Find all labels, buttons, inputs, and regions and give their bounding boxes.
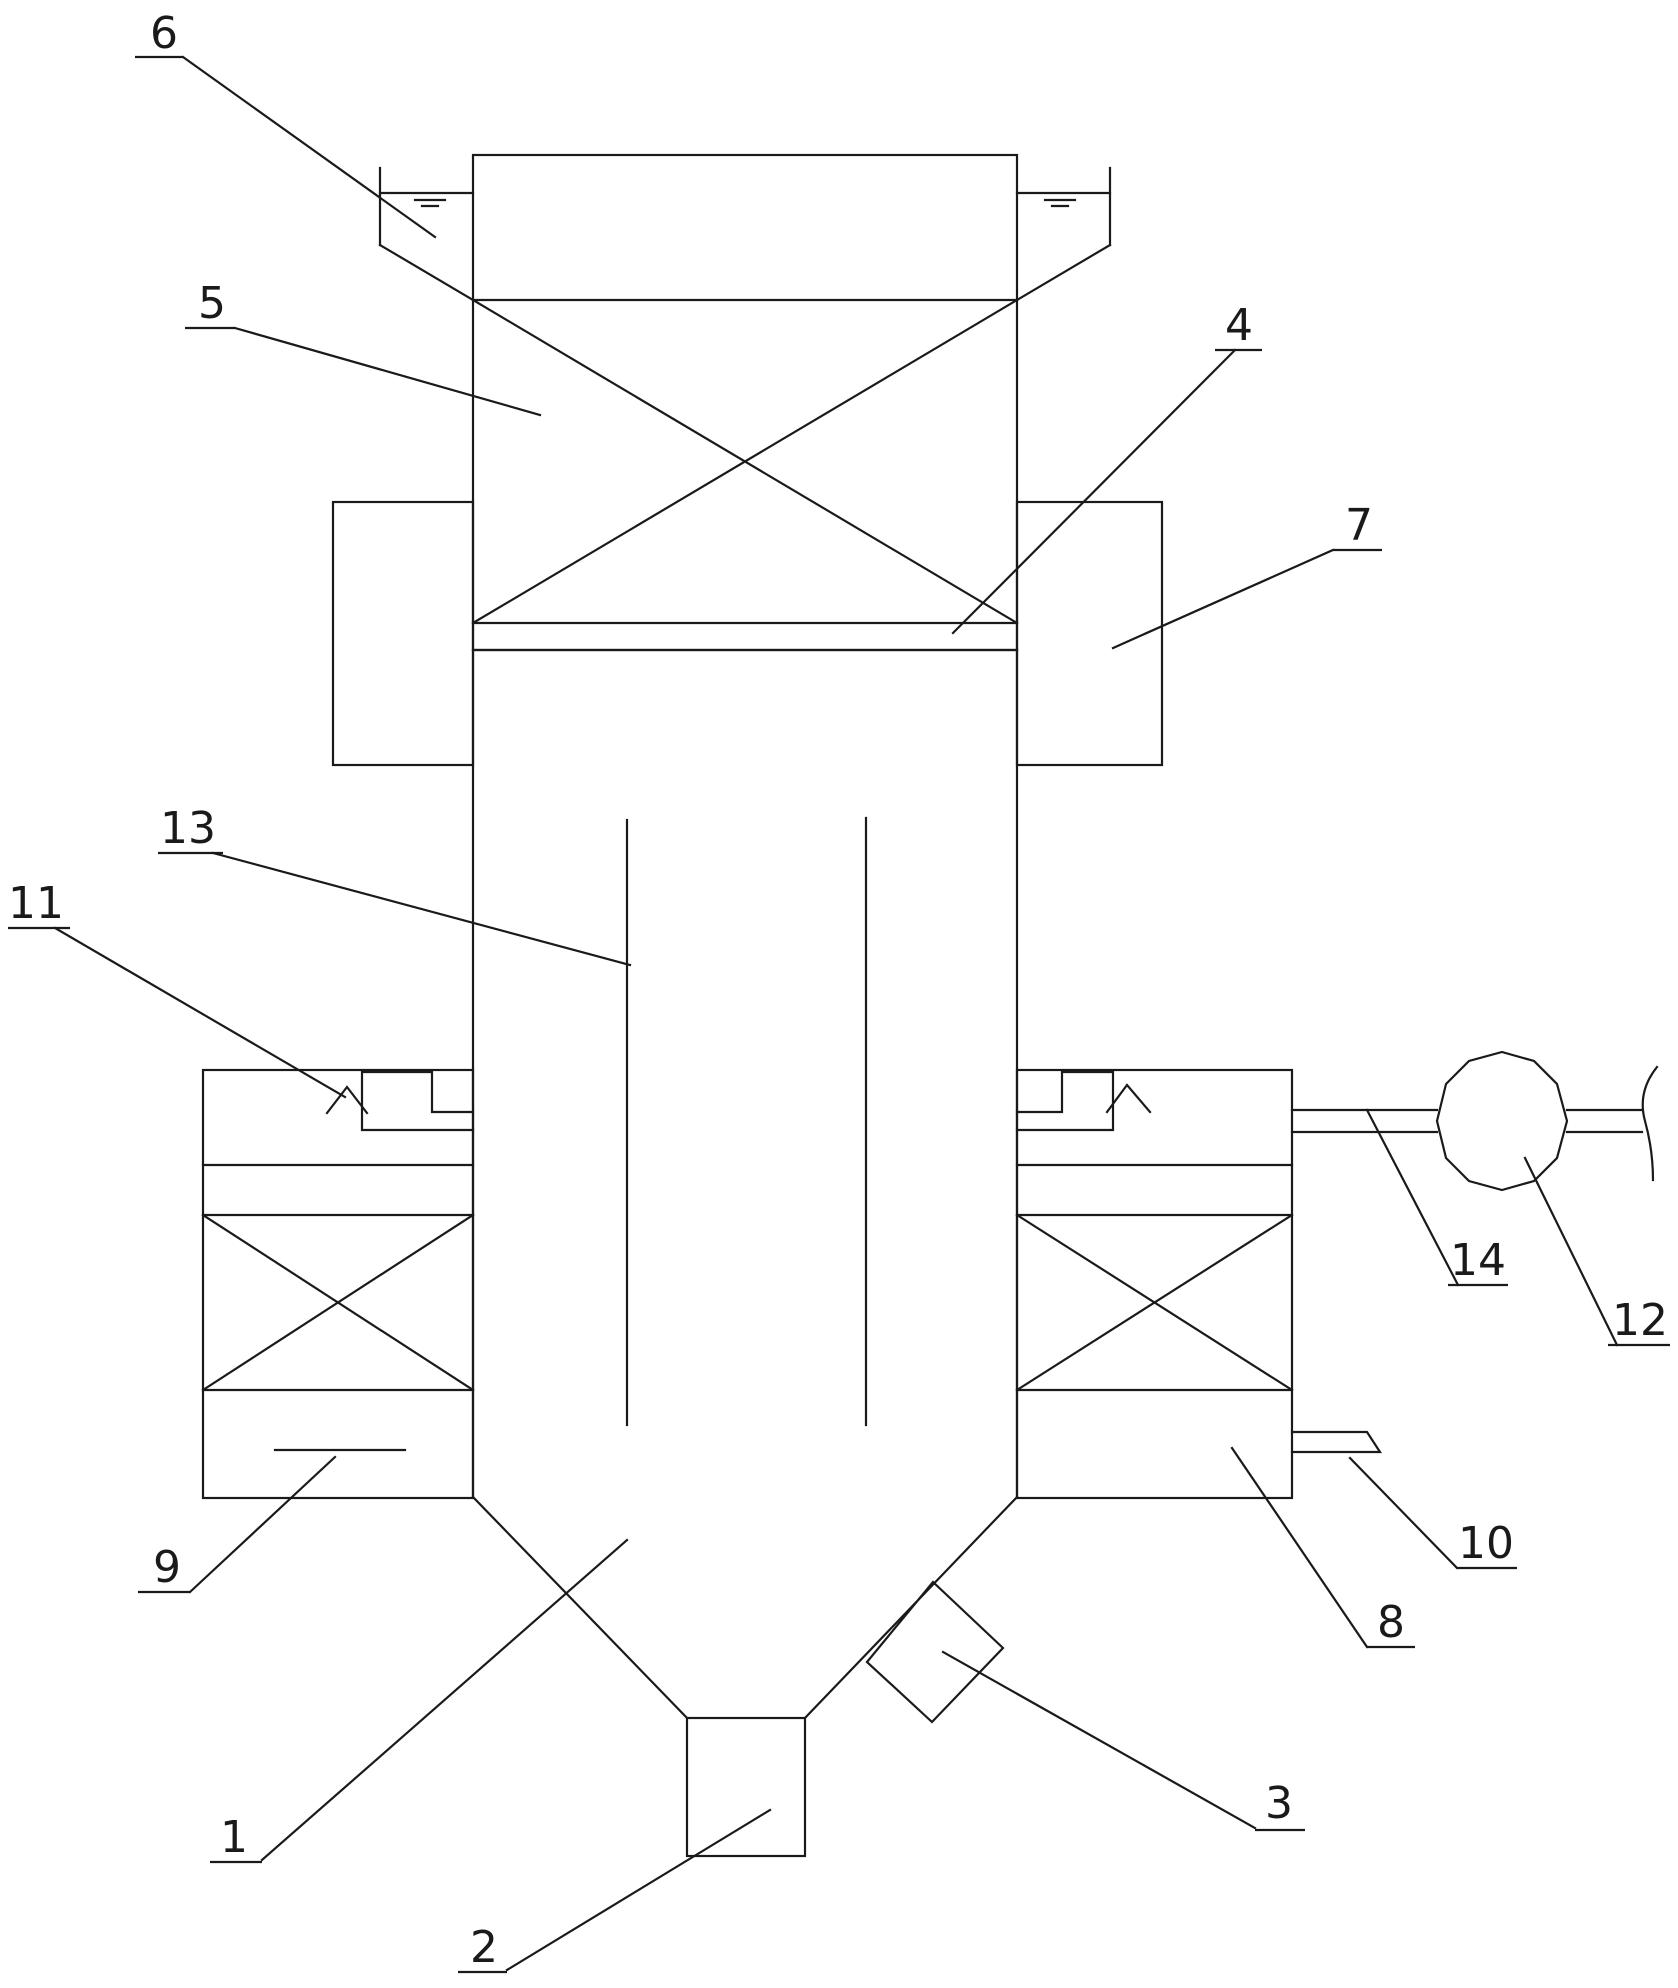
right-lower-tank [1015, 1068, 1383, 1500]
label-7: 7 [1345, 500, 1373, 551]
label-8: 8 [1377, 1597, 1405, 1648]
label-4: 4 [1225, 300, 1253, 351]
label-2: 2 [470, 1922, 498, 1973]
label-11: 11 [8, 878, 64, 929]
label-14: 14 [1450, 1235, 1506, 1286]
leader-14 [1365, 1108, 1460, 1287]
leader-4 [951, 348, 1237, 635]
leader-11 [53, 926, 347, 1099]
leader-12 [1523, 1156, 1619, 1347]
internal-baffles [625, 816, 868, 1427]
side-jacket-left [331, 500, 475, 767]
overflow-tray-left [378, 166, 475, 302]
label-6: 6 [150, 8, 178, 59]
leader-lines [53, 55, 1619, 1972]
leader-3 [941, 1650, 1257, 1830]
labels: 6 5 4 7 13 11 9 1 2 3 8 10 14 12 [8, 8, 1670, 1974]
side-jacket-right [1015, 500, 1164, 767]
label-3: 3 [1265, 1778, 1293, 1829]
distribution-plate [471, 621, 1019, 652]
overflow-tray-right [1015, 166, 1112, 302]
label-1: 1 [220, 1812, 248, 1863]
leader-13 [211, 851, 632, 967]
bottom-outlet [685, 1716, 807, 1858]
label-5: 5 [198, 278, 226, 329]
side-nozzle [865, 1580, 1005, 1724]
leader-7 [1111, 548, 1335, 650]
leader-2 [505, 1808, 772, 1972]
upper-column [471, 153, 1019, 652]
pipe-14 [1290, 1108, 1644, 1134]
leader-9 [188, 1455, 337, 1594]
leader-10 [1348, 1456, 1459, 1570]
label-10: 10 [1458, 1518, 1514, 1569]
main-body [471, 648, 1019, 1720]
leader-1 [260, 1538, 629, 1862]
leader-5 [233, 326, 542, 417]
leader-6 [181, 55, 437, 239]
label-13: 13 [160, 803, 216, 854]
pump-12 [1435, 1050, 1659, 1192]
left-lower-tank [201, 1068, 475, 1500]
label-9: 9 [153, 1542, 181, 1593]
leader-8 [1230, 1446, 1369, 1649]
label-12: 12 [1612, 1295, 1668, 1346]
